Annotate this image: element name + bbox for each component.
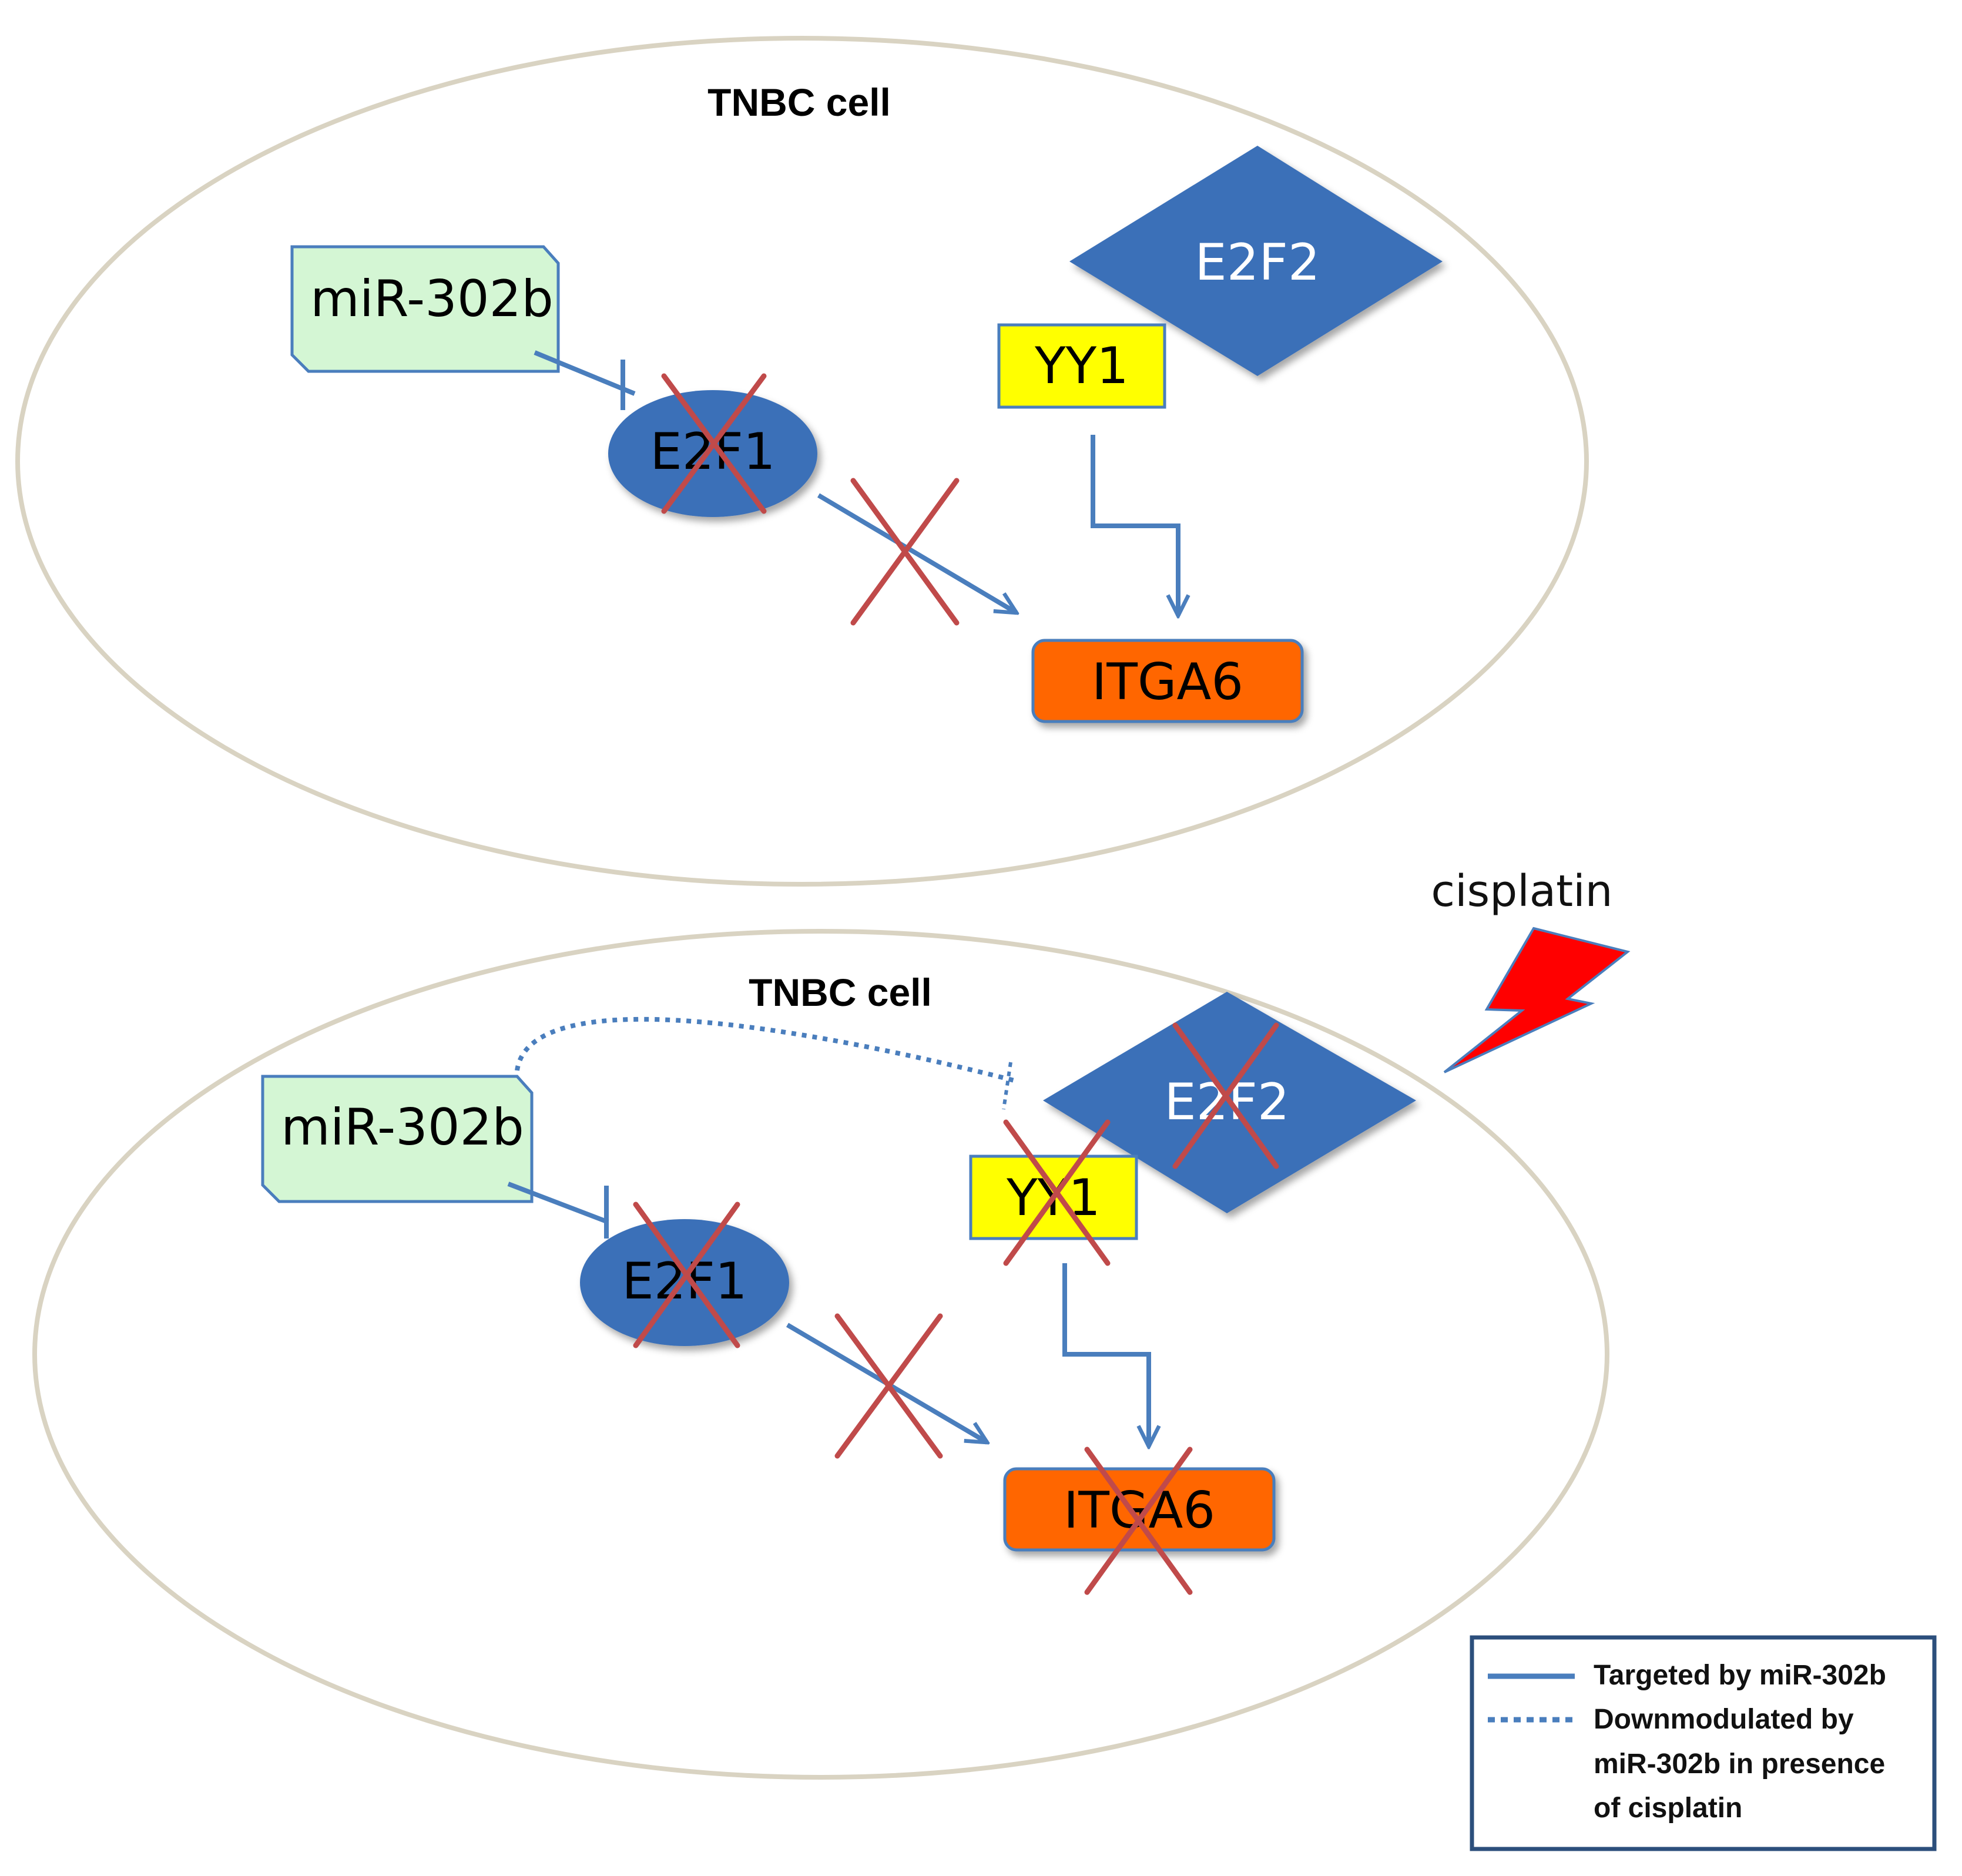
cross-mark	[1084, 1447, 1193, 1595]
yy1-node: YY1	[969, 1119, 1138, 1266]
e2f2-label: E2F2	[1164, 1073, 1289, 1132]
activation-edge	[1091, 435, 1178, 616]
dotted-inhibition-edge	[515, 1016, 1017, 1110]
yy1-label: YY1	[1034, 337, 1129, 395]
mir-302b-node: miR-302b	[290, 245, 560, 373]
cross-mark	[1172, 1022, 1279, 1169]
cross-mark	[834, 1313, 943, 1459]
mir-302b-label: miR-302b	[310, 270, 554, 328]
itga6-label: ITGA6	[1092, 653, 1243, 712]
inhibition-edge	[534, 350, 636, 410]
cell-title: TNBC cell	[707, 80, 891, 124]
lightning-bolt-icon	[1443, 927, 1631, 1073]
cell-title: TNBC cell	[749, 971, 932, 1014]
mir-302b-label: miR-302b	[281, 1098, 524, 1157]
legend-dotted-label-line-2: miR-302b in presence	[1594, 1749, 1885, 1780]
itga6-label: ITGA6	[1064, 1481, 1215, 1540]
cross-mark	[1003, 1119, 1111, 1266]
itga6-node: ITGA6	[1031, 639, 1304, 723]
e2f1-node: E2F1	[580, 1202, 789, 1348]
legend-solid-label: Targeted by miR-302b	[1594, 1660, 1886, 1691]
cross-mark	[850, 478, 960, 626]
mir-302b-node: miR-302b	[261, 1075, 534, 1203]
e2f1-label: E2F1	[650, 422, 775, 481]
legend-dotted-label-line-1: Downmodulated by	[1594, 1704, 1854, 1735]
cisplatin-label: cisplatin	[1431, 866, 1612, 917]
e2f2-label: E2F2	[1195, 233, 1320, 292]
cell-membrane	[15, 36, 1589, 887]
legend: Targeted by miR-302b Downmodulated by mi…	[1470, 1635, 1937, 1851]
itga6-node: ITGA6	[1003, 1447, 1276, 1595]
legend-dotted-label-line-3: of cisplatin	[1594, 1793, 1742, 1824]
cross-mark	[661, 373, 767, 514]
yy1-node: YY1	[997, 323, 1166, 409]
cell-membrane	[32, 929, 1609, 1780]
cross-mark	[633, 1202, 740, 1348]
activation-edge	[1062, 1263, 1149, 1447]
e2f2-node: E2F2	[1043, 992, 1416, 1213]
panel-top: TNBC cell miR-302b E2F1 E2F2	[15, 36, 1589, 887]
inhibition-edge	[507, 1182, 609, 1239]
e2f2-node: E2F2	[1069, 146, 1443, 376]
activation-edge-blocked	[786, 1313, 987, 1459]
panel-bottom: TNBC cell cisplatin miR-302b E2F1	[32, 866, 1631, 1780]
activation-edge-blocked	[817, 478, 1017, 626]
e2f1-node: E2F1	[608, 373, 817, 517]
